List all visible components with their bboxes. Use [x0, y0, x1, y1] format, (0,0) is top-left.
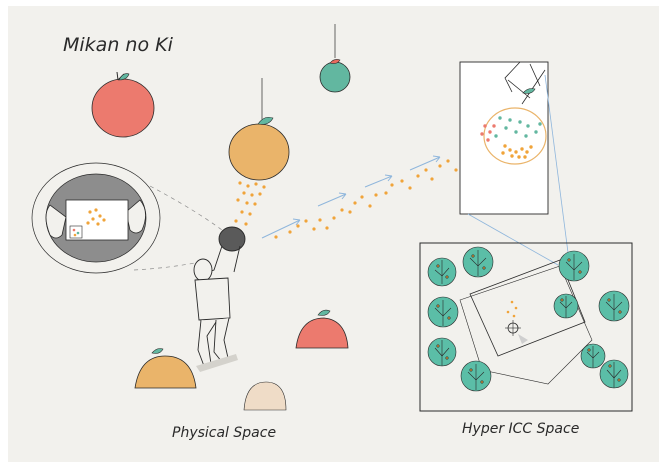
physical-space-label: Physical Space	[172, 425, 276, 441]
tree	[463, 247, 493, 277]
tree	[461, 361, 491, 391]
title: Mikan no Ki	[63, 34, 174, 56]
tree	[559, 251, 589, 281]
tree	[554, 294, 578, 318]
tree	[428, 297, 458, 327]
tree	[428, 258, 456, 286]
hyper-space-label: Hyper ICC Space	[462, 421, 579, 437]
tree	[581, 344, 605, 368]
tree	[600, 360, 628, 388]
tablet-view-panel	[460, 62, 548, 214]
tree	[599, 291, 629, 321]
tree	[428, 338, 456, 366]
